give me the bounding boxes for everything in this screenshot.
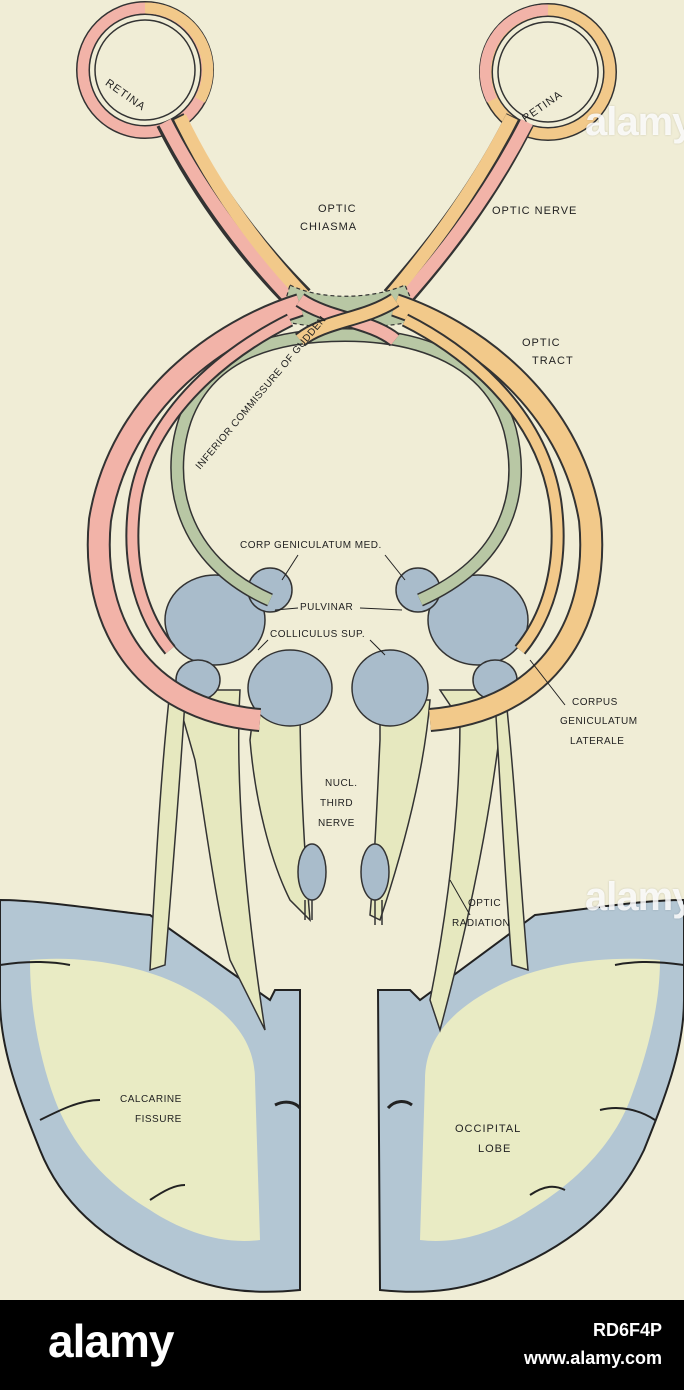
label-optic-chiasma-2: CHIASMA [300,221,357,233]
site-url: www.alamy.com [523,1348,662,1368]
right-eyeball-interior [497,21,599,123]
watermark-footer: alamy RD6F4P www.alamy.com [0,1300,684,1390]
label-nucl-3: NERVE [318,818,355,829]
sulcus-line [614,960,684,966]
right-optic-tract-inner [402,315,563,654]
calcarine-fissure-mark-left [274,1100,302,1110]
left-optic-nerve-orange [174,114,311,303]
commissure-of-gudden [170,327,522,607]
label-corpus-1: CORPUS [572,697,618,708]
label-optic-radiation-2: RADIATION [452,918,510,929]
diagram-plate: RETINA RETINA OPTIC CHIASMA OPTIC NERVE … [0,0,684,1300]
left-occipital-inner [30,958,260,1241]
stock-id: RD6F4P [592,1320,662,1340]
right-lateral-geniculate [427,574,529,666]
third-nerve-fibers [304,900,383,925]
right-colliculus-superior [351,649,429,727]
left-radiation-outer [149,688,186,972]
right-occipital-inner [420,958,660,1241]
left-colliculus-superior [247,649,333,727]
watermark-middle: alamy [585,875,684,919]
label-colliculus-sup: COLLICULUS SUP. [270,629,365,640]
left-optic-tract-inner [127,315,293,654]
left-optic-radiation [174,689,266,1031]
label-corp-geniculatum-med: CORP GENICULATUM MED. [240,540,382,551]
left-eyeball-interior [94,19,196,121]
sulcus-line [39,1099,101,1121]
label-calcarine-1: CALCARINE [120,1094,182,1105]
right-retina-temporal [479,4,549,103]
right-optic-radiation [429,689,506,1033]
label-corpus-2: GENICULATUM [560,716,638,727]
label-nucl-1: NUCL. [325,778,358,789]
left-retina-temporal [144,2,214,103]
left-radiation-inner [249,699,311,922]
label-optic-nerve: OPTIC NERVE [492,205,577,217]
left-optic-tract-pink [88,295,303,730]
occipital-lobes [0,898,684,1293]
watermark-top: alamy [585,100,684,144]
calcarine-fissure-mark-right [386,1100,413,1110]
right-optic-tract-orange [391,295,602,730]
visual-pathway-diagram: RETINA RETINA OPTIC CHIASMA OPTIC NERVE … [0,1,684,1293]
right-radiation-outer [494,688,529,972]
commissure-fill [171,329,521,606]
nuclei [164,567,529,901]
label-occipital-1: OCCIPITAL [455,1123,521,1135]
label-calcarine-2: FISSURE [135,1114,182,1125]
sulcus-line [149,1184,186,1201]
optic-pathways [76,1,617,732]
label-optic-radiation-1: OPTIC [468,898,501,909]
leader-lines [257,554,566,916]
sulcus-line [599,1107,656,1121]
label-corpus-3: LATERALE [570,736,624,747]
label-occipital-2: LOBE [478,1143,511,1155]
left-third-nerve-nucleus [297,843,327,901]
label-optic-chiasma-1: OPTIC [318,203,357,215]
label-nucl-2: THIRD [320,798,353,809]
label-pulvinar: PULVINAR [300,602,353,613]
sulcus-line [0,960,71,966]
label-optic-tract-1: OPTIC [522,337,561,349]
left-lateral-geniculate [164,574,266,666]
right-third-nerve-nucleus [360,843,390,901]
label-optic-tract-2: TRACT [532,355,574,367]
sulcus-line [529,1185,566,1196]
right-optic-nerve-pink [396,119,533,307]
left-optic-nerve-pink [159,119,299,307]
right-optic-nerve-orange [384,114,518,303]
alamy-logo: alamy [48,1315,174,1367]
optic-radiations [149,688,529,1033]
crossing-fibers-orange [296,294,399,345]
